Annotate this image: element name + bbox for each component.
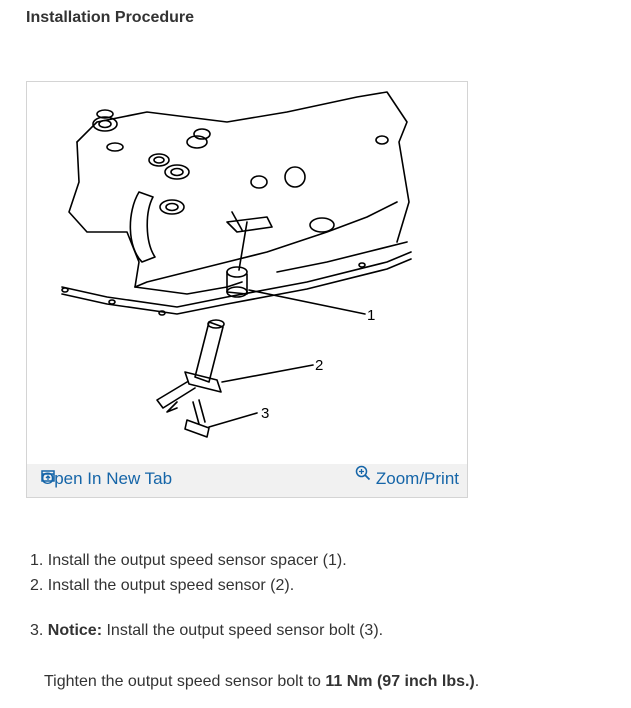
page-title: Installation Procedure: [26, 9, 195, 26]
output-speed-sensor-diagram: 1 2 3: [61, 91, 412, 438]
step-number: 3.: [30, 622, 44, 639]
step-text: Install the output speed sensor bolt (3)…: [102, 622, 384, 639]
torque-suffix: .: [474, 673, 480, 690]
figure-toolbar: Open In New Tab Zoom/Print: [27, 464, 467, 497]
torque-spec: Tighten the output speed sensor bolt to …: [44, 673, 479, 691]
zoom-print-link[interactable]: Zoom/Print: [355, 465, 459, 489]
steps-list: 1. Install the output speed sensor space…: [30, 548, 347, 598]
open-in-new-tab-label: Open In New Tab: [41, 469, 173, 488]
zoom-in-icon: [355, 465, 370, 481]
torque-text: Tighten the output speed sensor bolt to: [44, 673, 326, 690]
callout-3: 3: [261, 405, 269, 422]
callout-2: 2: [315, 357, 323, 374]
step-number: 2.: [30, 577, 44, 594]
zoom-print-label: Zoom/Print: [375, 469, 459, 488]
step-3: 3. Notice: Install the output speed sens…: [30, 622, 383, 640]
step-text: Install the output speed sensor spacer (…: [47, 552, 347, 569]
torque-value: 11 Nm (97 inch lbs.): [325, 673, 475, 690]
open-in-new-tab-link[interactable]: Open In New Tab: [41, 469, 172, 489]
list-item: 2. Install the output speed sensor (2).: [30, 573, 347, 598]
callout-1: 1: [367, 307, 375, 324]
step-text: Install the output speed sensor (2).: [47, 577, 295, 594]
step-number: 1.: [30, 552, 44, 569]
open-tab-icon: [41, 470, 55, 482]
notice-label: Notice:: [47, 622, 103, 639]
list-item: 1. Install the output speed sensor space…: [30, 548, 347, 573]
figure-frame: 1 2 3 Open In New Tab Zoom/Print: [26, 81, 468, 498]
